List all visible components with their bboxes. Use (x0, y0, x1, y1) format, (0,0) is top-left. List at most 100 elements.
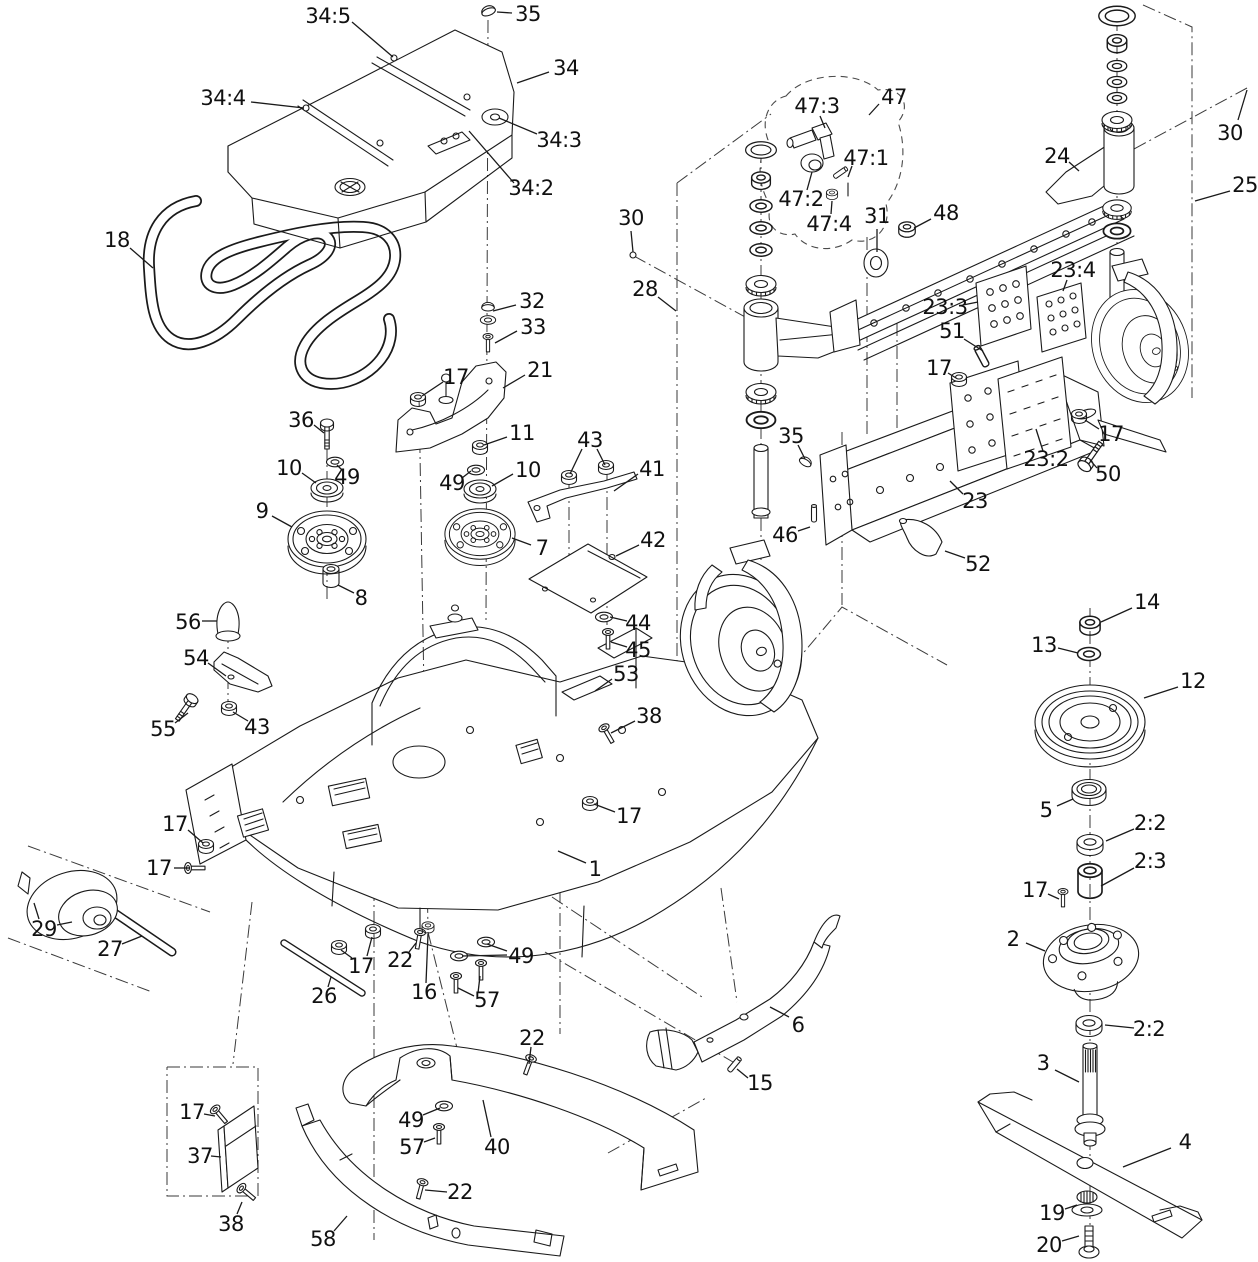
callout-7[interactable]: 7 (536, 536, 549, 560)
callout-47:4[interactable]: 47:4 (806, 212, 852, 236)
callout-8[interactable]: 8 (355, 586, 368, 610)
callout-30[interactable]: 30 (1217, 121, 1243, 145)
callout-6[interactable]: 6 (792, 1013, 806, 1037)
callout-26[interactable]: 26 (311, 984, 337, 1008)
callout-34[interactable]: 34 (553, 56, 579, 80)
callout-41[interactable]: 41 (639, 457, 665, 481)
leader-line (613, 473, 639, 492)
callout-19[interactable]: 19 (1039, 1201, 1065, 1225)
leader-line (502, 374, 526, 389)
callout-22[interactable]: 22 (387, 948, 413, 972)
callout-2:3[interactable]: 2:3 (1134, 849, 1167, 873)
callout-28[interactable]: 28 (632, 277, 658, 301)
callout-44[interactable]: 44 (625, 611, 651, 635)
callout-50[interactable]: 50 (1095, 462, 1121, 486)
callout-10[interactable]: 10 (515, 458, 541, 482)
callout-2:2[interactable]: 2:2 (1133, 1017, 1166, 1041)
callout-43[interactable]: 43 (244, 715, 270, 739)
callout-21[interactable]: 21 (527, 358, 553, 382)
callout-17[interactable]: 17 (162, 812, 188, 836)
callout-30[interactable]: 30 (618, 206, 644, 230)
callout-55[interactable]: 55 (150, 717, 176, 741)
callout-53[interactable]: 53 (613, 662, 639, 686)
callout-49[interactable]: 49 (439, 471, 465, 495)
leader-line (496, 11, 513, 14)
callout-20[interactable]: 20 (1036, 1233, 1062, 1257)
callout-57[interactable]: 57 (399, 1135, 425, 1159)
callout-23:2[interactable]: 23:2 (1023, 447, 1069, 471)
callout-24[interactable]: 24 (1044, 144, 1070, 168)
callout-38[interactable]: 38 (218, 1212, 244, 1236)
callout-49[interactable]: 49 (398, 1108, 424, 1132)
callout-1[interactable]: 1 (589, 857, 602, 881)
callout-34:4[interactable]: 34:4 (200, 86, 246, 110)
callout-4[interactable]: 4 (1179, 1130, 1193, 1154)
callout-36[interactable]: 36 (288, 408, 314, 432)
callout-17[interactable]: 17 (146, 856, 172, 880)
callout-56[interactable]: 56 (175, 610, 201, 634)
callout-17[interactable]: 17 (926, 356, 952, 380)
callout-11[interactable]: 11 (509, 421, 535, 445)
callout-13[interactable]: 13 (1031, 633, 1057, 657)
callout-42[interactable]: 42 (640, 528, 666, 552)
callout-2[interactable]: 2 (1007, 927, 1020, 951)
callout-49[interactable]: 49 (334, 465, 360, 489)
callout-47:2[interactable]: 47:2 (778, 187, 824, 211)
callout-32[interactable]: 32 (519, 289, 545, 313)
callout-45[interactable]: 45 (625, 638, 651, 662)
callout-29[interactable]: 29 (31, 917, 57, 941)
callout-3[interactable]: 3 (1037, 1051, 1050, 1075)
callout-17[interactable]: 17 (616, 804, 642, 828)
callout-47:3[interactable]: 47:3 (794, 94, 840, 118)
callout-25[interactable]: 25 (1232, 173, 1258, 197)
callout-9[interactable]: 9 (256, 499, 269, 523)
callout-23:4[interactable]: 23:4 (1050, 258, 1096, 282)
callout-40[interactable]: 40 (484, 1135, 510, 1159)
callout-58[interactable]: 58 (310, 1227, 336, 1251)
callout-57[interactable]: 57 (474, 988, 500, 1012)
callout-12[interactable]: 12 (1180, 669, 1206, 693)
callout-5[interactable]: 5 (1040, 798, 1053, 822)
hardware-nut (330, 939, 348, 956)
callout-35[interactable]: 35 (778, 424, 804, 448)
callout-15[interactable]: 15 (747, 1071, 773, 1095)
spindle-cover (17, 869, 118, 941)
callout-27[interactable]: 27 (97, 937, 123, 961)
callout-34:3[interactable]: 34:3 (536, 128, 582, 152)
callout-17[interactable]: 17 (179, 1100, 205, 1124)
callout-23:3[interactable]: 23:3 (922, 295, 968, 319)
spindle-housing (1042, 922, 1140, 1001)
callout-31[interactable]: 31 (864, 204, 890, 228)
callout-43[interactable]: 43 (577, 428, 603, 452)
callout-48[interactable]: 48 (933, 201, 959, 225)
callout-34:5[interactable]: 34:5 (305, 4, 351, 28)
callout-38[interactable]: 38 (636, 704, 662, 728)
callout-22[interactable]: 22 (447, 1180, 473, 1204)
callout-10[interactable]: 10 (276, 456, 302, 480)
boundary-line (166, 1066, 259, 1197)
callout-54[interactable]: 54 (183, 646, 209, 670)
callout-37[interactable]: 37 (187, 1144, 213, 1168)
callout-35[interactable]: 35 (515, 2, 541, 26)
caster-wheel-left (660, 539, 822, 734)
callout-2:2[interactable]: 2:2 (1134, 811, 1167, 835)
callout-14[interactable]: 14 (1134, 590, 1160, 614)
callout-46[interactable]: 46 (772, 523, 798, 547)
callout-17[interactable]: 17 (443, 365, 469, 389)
leader-line (232, 711, 249, 722)
callout-23[interactable]: 23 (962, 489, 988, 513)
leader-line (1057, 647, 1079, 654)
callout-52[interactable]: 52 (965, 552, 991, 576)
callout-33[interactable]: 33 (520, 315, 546, 339)
callout-17[interactable]: 17 (1022, 878, 1048, 902)
callout-47:1[interactable]: 47:1 (843, 146, 889, 170)
callout-17[interactable]: 17 (348, 954, 374, 978)
callout-47[interactable]: 47 (881, 85, 907, 109)
callout-18[interactable]: 18 (104, 228, 130, 252)
callout-16[interactable]: 16 (411, 980, 437, 1004)
callout-49[interactable]: 49 (508, 944, 534, 968)
callout-17[interactable]: 17 (1098, 422, 1124, 446)
callout-22[interactable]: 22 (519, 1026, 545, 1050)
callout-51[interactable]: 51 (939, 319, 965, 343)
callout-34:2[interactable]: 34:2 (508, 176, 554, 200)
